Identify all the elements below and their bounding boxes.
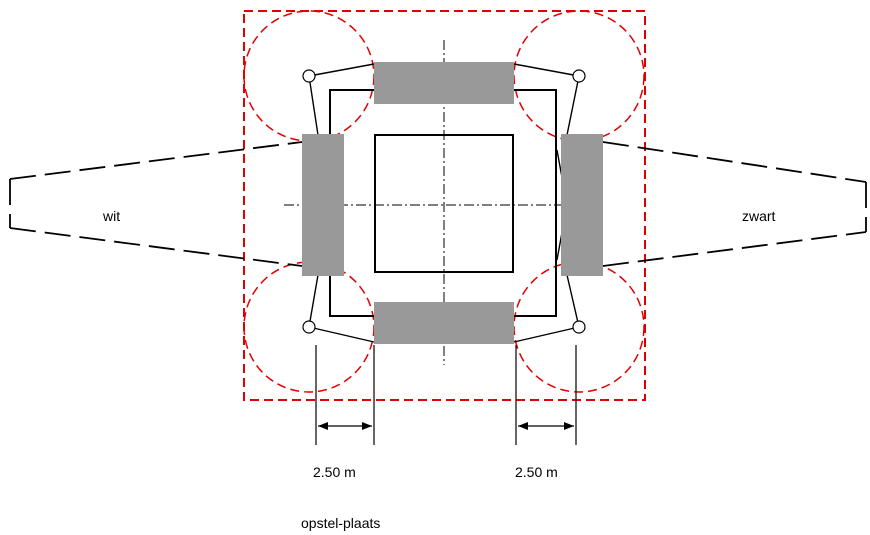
dimension-label-left: 2.50 m [313,464,356,480]
pole-bottom-right [572,320,586,334]
outer-square [329,89,557,317]
pole-top-right [572,69,586,83]
bar-bottom [374,302,514,344]
bar-right [561,134,603,276]
pole-top-left [302,69,316,83]
caption-opstel-plaats: opstel-plaats [301,515,380,531]
pole-markers [302,69,586,334]
label-zwart: zwart [742,208,776,224]
dimension-lines [315,345,577,445]
left-dashed-lines [9,141,303,267]
pole-bottom-left [302,320,316,334]
dimension-label-right: 2.50 m [515,464,558,480]
bar-top [374,62,514,104]
label-wit: wit [102,208,120,224]
dimension-arrowheads [318,422,574,430]
bar-left [302,134,344,276]
boundary-rectangle [243,10,646,401]
right-dashed-lines [602,141,867,267]
